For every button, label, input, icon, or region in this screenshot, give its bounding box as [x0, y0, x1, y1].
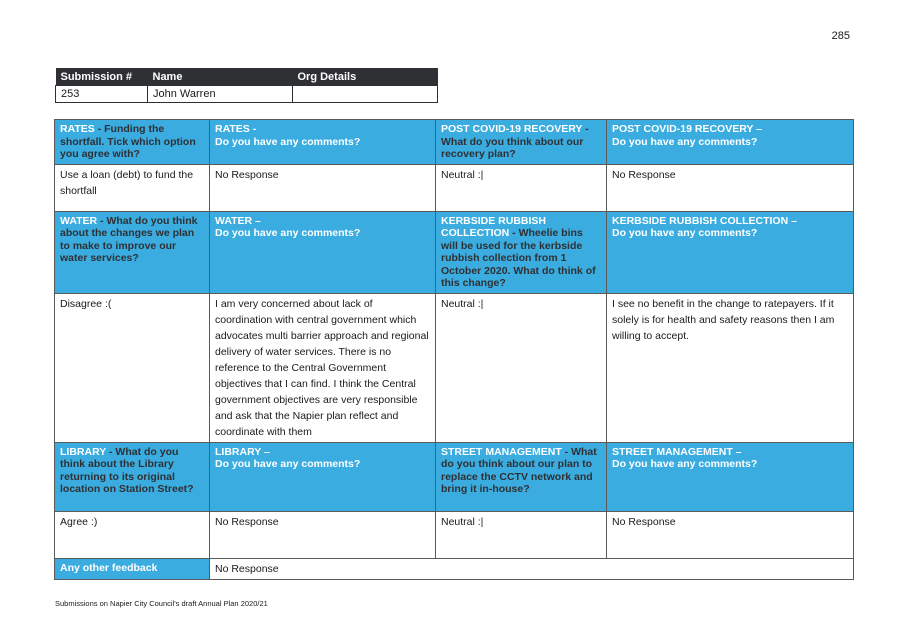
kerbside-question-text: - Wheelie bins will be used for the kerb… — [441, 227, 596, 289]
feedback-table: RATES - Funding the shortfall. Tick whic… — [54, 119, 854, 580]
page-number: 285 — [831, 30, 850, 42]
street-question-text: - What do you think about our plan to re… — [441, 445, 597, 496]
submission-header-row: Submission # Name Org Details — [55, 68, 438, 86]
water-comments-answer: I am very concerned about lack of coordi… — [209, 292, 436, 443]
kerbside-question: KERBSIDE RUBBISH COLLECTION - Wheelie bi… — [435, 210, 607, 294]
covid-question: POST COVID-19 RECOVERY - What do you thi… — [435, 119, 607, 165]
library-comments-text: Do you have any comments? — [215, 458, 361, 470]
covid-question-text: - What do you think about our recovery p… — [441, 123, 589, 160]
rates-topic: RATES — [60, 123, 95, 135]
street-comments-question: STREET MANAGEMENT –Do you have any comme… — [606, 441, 854, 512]
library-answer: Agree :) — [54, 510, 210, 559]
submission-number: 253 — [55, 85, 148, 103]
water-topic: WATER — [60, 214, 98, 227]
library-question-text: - What do you think about the Library re… — [60, 445, 194, 496]
water-answer-row: Disagree :( I am very concerned about la… — [54, 292, 854, 443]
covid-comments-text: Do you have any comments? — [612, 135, 758, 148]
kerbside-comments-text: Do you have any comments? — [612, 227, 758, 239]
water-comments-text: Do you have any comments? — [215, 227, 361, 239]
street-question: STREET MANAGEMENT - What do you think ab… — [435, 441, 607, 512]
kerbside-comments-question: KERBSIDE RUBBISH COLLECTION –Do you have… — [606, 210, 854, 294]
submission-table: Submission # Name Org Details 253 John W… — [55, 68, 438, 103]
water-comments-topic: WATER – — [215, 214, 261, 227]
rates-question-text: - Funding the shortfall. Tick which opti… — [60, 123, 196, 160]
rates-answer: Use a loan (debt) to fund the shortfall — [54, 163, 210, 212]
water-comments-question: WATER –Do you have any comments? — [209, 210, 436, 294]
street-comments-topic: STREET MANAGEMENT – — [612, 445, 742, 458]
library-answer-row: Agree :) No Response Neutral :| No Respo… — [54, 510, 854, 559]
covid-comments-answer: No Response — [606, 163, 854, 212]
library-header-row: LIBRARY - What do you think about the Li… — [54, 441, 854, 512]
street-answer: Neutral :| — [435, 510, 607, 559]
org-details-header: Org Details — [292, 68, 438, 86]
library-topic: LIBRARY — [60, 445, 107, 458]
covid-comments-question: POST COVID-19 RECOVERY –Do you have any … — [606, 119, 854, 165]
rates-comments-answer: No Response — [209, 163, 436, 212]
water-question-text: - What do you think about the changes we… — [60, 214, 198, 265]
rates-question: RATES - Funding the shortfall. Tick whic… — [54, 119, 210, 165]
library-question: LIBRARY - What do you think about the Li… — [54, 441, 210, 512]
other-feedback-row: Any other feedback No Response — [54, 557, 854, 580]
rates-comments-text: Do you have any comments? — [215, 135, 361, 148]
rates-comments-question: RATES -Do you have any comments? — [209, 119, 436, 165]
library-comments-question: LIBRARY –Do you have any comments? — [209, 441, 436, 512]
submission-data-row: 253 John Warren — [55, 85, 438, 103]
rates-comments-topic: RATES - — [215, 123, 257, 135]
page-footer: Submissions on Napier City Council's dra… — [55, 599, 268, 608]
water-answer: Disagree :( — [54, 292, 210, 443]
library-comments-topic: LIBRARY – — [215, 445, 270, 458]
submitter-name: John Warren — [147, 85, 293, 103]
rates-answer-row: Use a loan (debt) to fund the shortfall … — [54, 163, 854, 212]
other-feedback-answer: No Response — [209, 557, 854, 580]
covid-topic: POST COVID-19 RECOVERY — [441, 123, 583, 135]
water-question: WATER - What do you think about the chan… — [54, 210, 210, 294]
kerbside-answer: Neutral :| — [435, 292, 607, 443]
street-topic: STREET MANAGEMENT — [441, 445, 562, 458]
kerbside-comments-topic: KERBSIDE RUBBISH COLLECTION – — [612, 214, 797, 227]
street-comments-answer: No Response — [606, 510, 854, 559]
kerbside-topic: KERBSIDE RUBBISH COLLECTION — [441, 214, 547, 240]
covid-answer: Neutral :| — [435, 163, 607, 212]
name-header: Name — [147, 68, 293, 86]
covid-comments-topic: POST COVID-19 RECOVERY – — [612, 123, 762, 135]
water-header-row: WATER - What do you think about the chan… — [54, 210, 854, 294]
street-comments-text: Do you have any comments? — [612, 458, 758, 470]
rates-header-row: RATES - Funding the shortfall. Tick whic… — [54, 119, 854, 165]
submission-number-header: Submission # — [55, 68, 148, 86]
org-details — [292, 85, 438, 103]
library-comments-answer: No Response — [209, 510, 436, 559]
other-feedback-label: Any other feedback — [54, 557, 210, 580]
kerbside-comments-answer: I see no benefit in the change to ratepa… — [606, 292, 854, 443]
